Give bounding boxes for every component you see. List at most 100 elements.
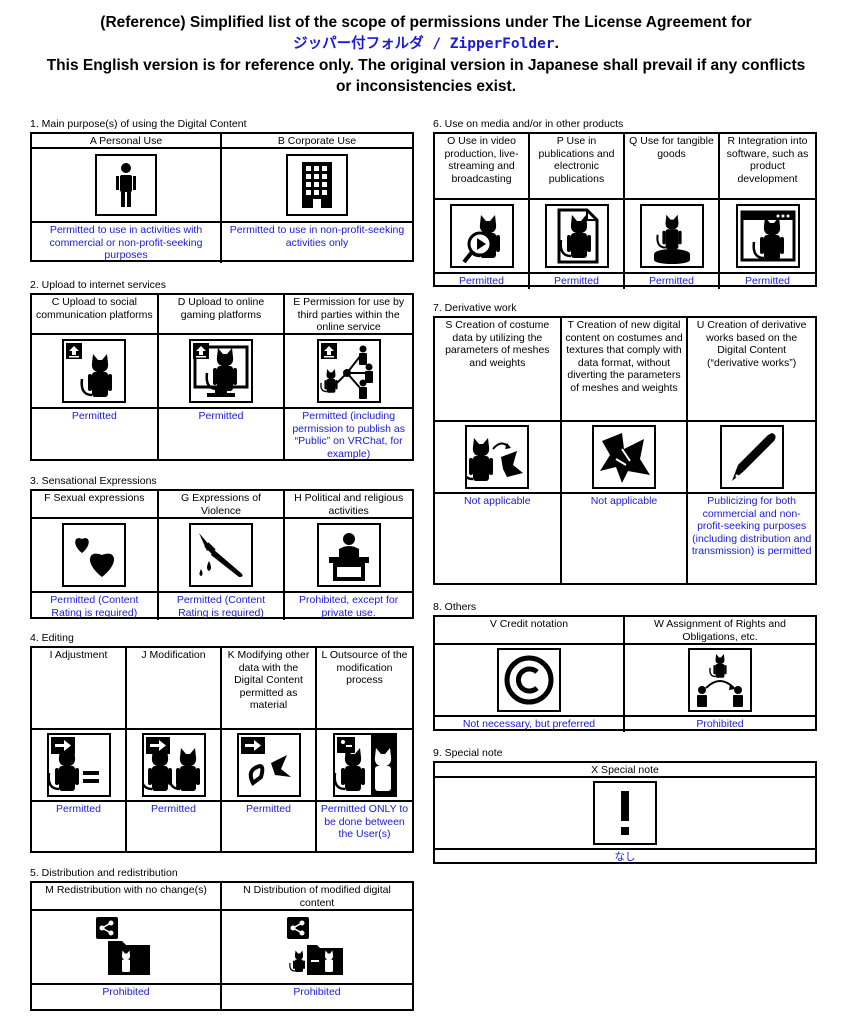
section-title: 9. Special note <box>433 747 503 759</box>
cell-publications: P Use in publications and electronic pub… <box>530 134 625 289</box>
cell-label: S Creation of costume data by utilizing … <box>435 318 560 422</box>
upload-monitor-icon <box>158 335 284 409</box>
cell-label: W Assignment of Rights and Obligations, … <box>625 617 815 645</box>
cell-label: H Political and religious activities <box>285 491 412 519</box>
cell-adjustment: I Adjustment Permitted <box>32 648 127 851</box>
cell-label: I Adjustment <box>32 648 125 730</box>
header-line1: (Reference) Simplified list of the scope… <box>100 14 752 31</box>
cell-label: N Distribution of modified digital conte… <box>222 883 412 911</box>
cell-label: M Redistribution with no change(s) <box>32 883 220 911</box>
cell-tangible-goods: Q Use for tangible goods Permitted <box>625 134 720 289</box>
page-header: (Reference) Simplified list of the scope… <box>0 12 852 97</box>
cell-status: Permitted <box>151 803 196 815</box>
cell-status: Permitted <box>649 275 694 287</box>
costume-icon <box>435 422 560 494</box>
cell-corporate-use: B Corporate Use Permitted to use in non-… <box>222 134 412 263</box>
cell-label: O Use in video production, live-streamin… <box>435 134 528 200</box>
cell-label: P Use in publications and electronic pub… <box>530 134 623 200</box>
fabric-icon <box>561 422 687 494</box>
cell-material: K Modifying other data with the Digital … <box>222 648 317 851</box>
window-cat-icon <box>720 200 815 274</box>
modify-icon <box>127 730 220 802</box>
cell-label: L Outsource of the modification process <box>317 648 412 730</box>
header-line3: This English version is for reference on… <box>46 57 806 95</box>
upload-cat-icon <box>32 335 157 409</box>
section-title: 3. Sensational Expressions <box>30 475 157 487</box>
cell-personal-use: A Personal Use Permitted to use in activ… <box>32 134 222 263</box>
section-title: 2. Upload to internet services <box>30 279 166 291</box>
cell-status: Prohibited, except for private use. <box>299 594 399 619</box>
section-media-products: 6. Use on media and/or in other products… <box>433 118 817 289</box>
pen-nib-icon <box>688 422 815 494</box>
cell-label: Q Use for tangible goods <box>625 134 718 200</box>
section-others: 8. Others V Credit notation Not necessar… <box>433 601 817 732</box>
cell-special-note: X Special note なし <box>435 763 815 865</box>
exclamation-icon <box>435 778 815 850</box>
cell-status: Permitted to use in activities with comm… <box>49 224 203 261</box>
person-icon <box>32 149 220 223</box>
cell-status: なし <box>614 851 636 863</box>
document-cat-icon <box>530 200 623 274</box>
product-name: ジッパー付フォルダ / ZipperFolder <box>293 36 555 52</box>
cell-label: U Creation of derivative works based on … <box>688 318 815 422</box>
outsource-icon <box>317 730 412 802</box>
cell-status: Permitted <box>198 410 244 422</box>
share-folder-icon <box>32 911 220 985</box>
cell-video: O Use in video production, live-streamin… <box>435 134 530 289</box>
cell-software: R Integration into software, such as pro… <box>720 134 815 289</box>
cell-label: D Upload to online gaming platforms <box>158 295 284 335</box>
video-cat-icon <box>435 200 528 274</box>
cell-label: K Modifying other data with the Digital … <box>222 648 315 730</box>
cell-status: Permitted <box>459 275 504 287</box>
cell-costume-data: S Creation of costume data by utilizing … <box>435 318 562 583</box>
section-title: 7. Derivative work <box>433 302 517 314</box>
section-derivative: 7. Derivative work S Creation of costume… <box>433 302 817 585</box>
share-modified-icon <box>222 911 412 985</box>
cell-label: E Permission for use by third parties wi… <box>285 295 412 335</box>
cell-label: V Credit notation <box>435 617 623 645</box>
hearts-icon <box>32 519 157 593</box>
cell-status: Permitted (Content Rating is required) <box>176 594 266 619</box>
section-sensational: 3. Sensational Expressions F Sexual expr… <box>30 475 414 620</box>
cell-status: Permitted <box>554 275 599 287</box>
section-title: 5. Distribution and redistribution <box>30 867 178 879</box>
material-icon <box>222 730 315 802</box>
cell-status: Prohibited <box>293 986 341 998</box>
cell-label: A Personal Use <box>32 134 220 149</box>
cell-modified-distribution: N Distribution of modified digital conte… <box>222 883 412 1009</box>
cell-status: Not applicable <box>464 495 531 507</box>
section-distribution: 5. Distribution and redistribution M Red… <box>30 867 414 1011</box>
section-title: 6. Use on media and/or in other products <box>433 118 624 130</box>
cell-outsource: L Outsource of the modification process … <box>317 648 412 851</box>
cell-label: R Integration into software, such as pro… <box>720 134 815 200</box>
cell-status: Permitted <box>71 410 117 422</box>
figure-icon <box>625 200 718 274</box>
cell-status: Publicizing for both commercial and non-… <box>691 495 812 557</box>
cell-label: J Modification <box>127 648 220 730</box>
cell-label: F Sexual expressions <box>32 491 157 519</box>
cell-redistribution: M Redistribution with no change(s) Prohi… <box>32 883 222 1009</box>
cell-upload-gaming: D Upload to online gaming platforms Perm… <box>158 295 286 461</box>
building-icon <box>222 149 412 223</box>
section-title: 4. Editing <box>30 632 74 644</box>
header-product-line: ジッパー付フォルダ / ZipperFolder. <box>0 33 852 55</box>
cell-sexual: F Sexual expressions Permitted (Content … <box>32 491 159 620</box>
cell-status: Prohibited <box>696 718 744 730</box>
knife-icon <box>158 519 284 593</box>
header-period: . <box>554 35 559 52</box>
cell-status: Permitted <box>246 803 291 815</box>
cell-label: G Expressions of Violence <box>158 491 284 519</box>
transfer-icon <box>625 645 815 717</box>
section-editing: 4. Editing I Adjustment Permitted J Modi… <box>30 632 414 853</box>
section-special-note: 9. Special note X Special note なし <box>433 747 817 864</box>
cell-status: Not applicable <box>590 495 658 507</box>
adjust-icon <box>32 730 125 802</box>
cell-modification: J Modification Permitted <box>127 648 222 851</box>
section-upload-internet: 2. Upload to internet services C Upload … <box>30 279 414 461</box>
cell-violence: G Expressions of Violence Permitted (Con… <box>158 491 286 620</box>
cell-political: H Political and religious activities Pro… <box>285 491 412 620</box>
section-main-purpose: 1. Main purpose(s) of using the Digital … <box>30 118 414 263</box>
cell-third-party-use: E Permission for use by third parties wi… <box>285 295 412 461</box>
cell-upload-social: C Upload to social communication platfor… <box>32 295 159 461</box>
section-title: 8. Others <box>433 601 477 613</box>
